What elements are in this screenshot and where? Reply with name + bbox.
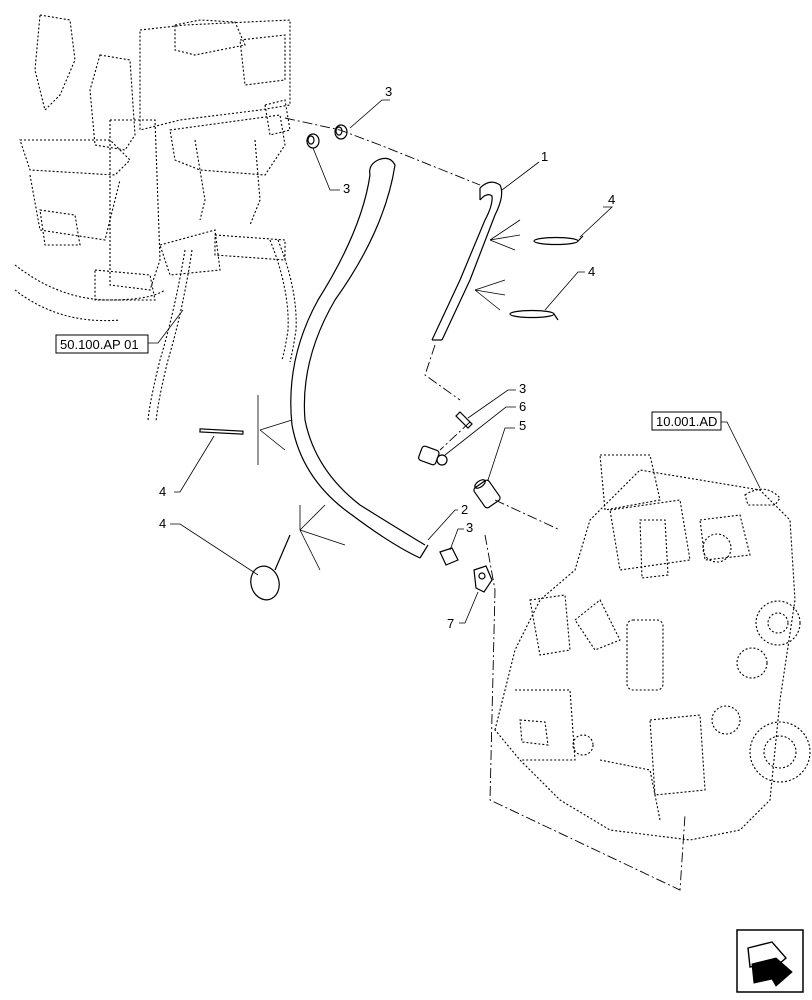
reference-link-right[interactable]: 10.001.AD xyxy=(651,411,722,431)
hose-part-1 xyxy=(431,181,503,341)
reference-link-left[interactable]: 50.100.AP 01 xyxy=(55,334,149,354)
callout-4-b: 4 xyxy=(588,264,595,279)
callout-3-d: 3 xyxy=(466,520,473,535)
callout-2: 2 xyxy=(461,502,468,517)
tank-frame-assembly xyxy=(14,14,297,423)
cap-part-3-b xyxy=(306,133,320,149)
callout-3-b: 3 xyxy=(343,181,350,196)
clamp-part-4-upper xyxy=(533,235,584,246)
connector-part-5 xyxy=(473,479,501,509)
engine-assembly xyxy=(494,454,811,841)
clamp-part-4-left xyxy=(199,395,293,465)
spread-marks-upper xyxy=(474,219,521,311)
elbow-part-7 xyxy=(473,565,493,593)
installation-lines xyxy=(284,117,686,891)
clamp-part-4-lower xyxy=(250,504,346,601)
hose-part-2 xyxy=(290,157,429,559)
callout-1: 1 xyxy=(541,149,548,164)
pin-part-3-c xyxy=(455,411,473,429)
callout-7: 7 xyxy=(447,616,454,631)
callout-6: 6 xyxy=(519,399,526,414)
leader-lines xyxy=(148,99,761,624)
clip-part-3-d xyxy=(439,547,459,566)
reference-label-right: 10.001.AD xyxy=(656,414,717,429)
callout-3-a: 3 xyxy=(385,84,392,99)
reference-label-left: 50.100.AP 01 xyxy=(60,337,139,352)
callout-3-c: 3 xyxy=(519,381,526,396)
clamp-part-4-middle xyxy=(509,309,559,321)
callout-5: 5 xyxy=(519,418,526,433)
callout-4-a: 4 xyxy=(608,192,615,207)
cap-part-3-a xyxy=(334,124,348,140)
callout-4-d: 4 xyxy=(159,516,166,531)
fitting-part-6 xyxy=(418,445,448,466)
callout-4-c: 4 xyxy=(159,484,166,499)
next-page-arrow-icon[interactable] xyxy=(736,929,804,993)
